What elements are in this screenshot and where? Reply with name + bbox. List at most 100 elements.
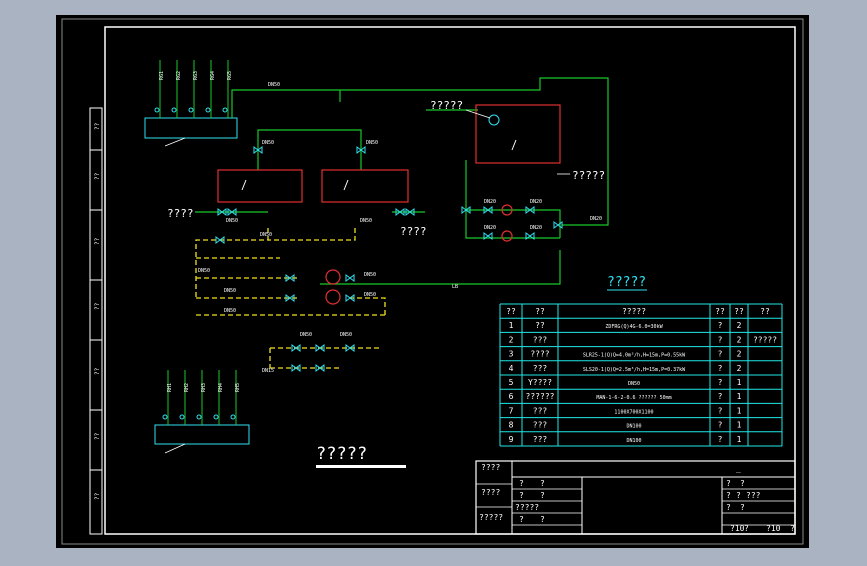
title-block-cell: ? <box>519 491 524 500</box>
table-cell: ? <box>718 435 723 444</box>
table-header: ?? <box>715 307 725 316</box>
margin-label: ?? <box>94 432 101 440</box>
margin-label: ?? <box>94 172 101 180</box>
pipe-label: DN20 <box>484 199 496 205</box>
valve-icon <box>395 208 405 216</box>
pipe-label: DN50 <box>268 82 280 88</box>
valve-icon <box>291 344 301 352</box>
title-block-cell: ????? <box>515 503 539 512</box>
pipe-label: DN50 <box>198 268 210 274</box>
title-block: ????????????????????????_??????????10??1… <box>475 460 796 535</box>
pipe-label: DN50 <box>364 272 376 278</box>
callout-tank-lower: ????? <box>572 169 605 182</box>
pump-4 <box>501 230 513 242</box>
title-block-cell: ???? <box>481 488 500 497</box>
table-cell: 1 <box>737 421 742 430</box>
table-cell: 2 <box>737 364 742 373</box>
margin-labels: ?????????????? <box>94 122 101 500</box>
title-block-cell: ??? <box>746 491 761 500</box>
return-piping <box>195 228 386 369</box>
table-cell: ???? <box>530 350 549 359</box>
title-block-cell: ? <box>740 503 745 512</box>
valve-icon <box>215 236 225 244</box>
pipe-label: DN20 <box>590 216 602 222</box>
valve-icon <box>345 294 355 302</box>
pipe-label: DN20 <box>530 199 542 205</box>
valve-icon <box>356 146 366 154</box>
table-cell: 8 <box>509 421 514 430</box>
table-cell: ??? <box>533 406 548 415</box>
manifold-branch-label: RH4 <box>218 383 224 392</box>
manifold-branch-label: RH5 <box>235 383 241 392</box>
table-cell: ??? <box>533 364 548 373</box>
valve-icon <box>285 294 295 302</box>
heater-1 <box>217 169 303 203</box>
valve-icon <box>315 364 325 372</box>
heater-2 <box>321 169 409 203</box>
pipe-label: DN50 <box>262 140 274 146</box>
title-block-cell: ? <box>519 515 524 524</box>
pipe-label: DN50 <box>340 332 352 338</box>
title-block-cell: ????? <box>479 513 503 522</box>
binding-strip <box>89 107 103 535</box>
inner-frame <box>104 26 796 535</box>
leader-lines <box>164 109 570 454</box>
table-cell: ??? <box>533 435 548 444</box>
table-cell: ? <box>718 421 723 430</box>
valve-icon <box>553 221 563 229</box>
manifold-branch-label: RG4 <box>210 71 216 80</box>
title-block-cell: ? <box>726 491 731 500</box>
table-header: ????? <box>622 307 646 316</box>
callout-left-mid: ???? <box>167 207 194 220</box>
table-cell: ? <box>718 392 723 401</box>
table-cell: ? <box>718 406 723 415</box>
margin-label: ?? <box>94 237 101 245</box>
pipe-label: DN50 <box>224 288 236 294</box>
table-cell: ? <box>718 335 723 344</box>
table-cell: 7 <box>509 406 514 415</box>
water-tank <box>475 104 561 164</box>
title-block-cell: ? <box>736 491 741 500</box>
legend-title: ????? <box>607 275 646 290</box>
pipe-label: DN50 <box>300 332 312 338</box>
margin-label: ?? <box>94 492 101 500</box>
pipe-label: DN50 <box>360 218 372 224</box>
table-cell: DN100 <box>626 424 641 430</box>
valve-icon <box>461 206 471 214</box>
table-cell: SLR25-1(Q)Q=4.0m³/h,H=15m,P=0.55kW <box>583 353 686 359</box>
callout-right-mid: ???? <box>400 225 427 238</box>
valve-icon <box>315 344 325 352</box>
title-block-cell: ? <box>519 479 524 488</box>
pipe-label: DN50 <box>366 140 378 146</box>
title-block-cell: ? <box>744 524 749 533</box>
table-cell: Y???? <box>528 378 552 387</box>
title-block-cell: _ <box>736 464 741 473</box>
title-underline <box>316 465 406 468</box>
margin-label: ?? <box>94 302 101 310</box>
table-cell: 3 <box>509 350 514 359</box>
table-cell: 4 <box>509 364 514 373</box>
valve-icon <box>227 208 237 216</box>
callout-top-right: ????? <box>430 99 463 112</box>
table-header: ?? <box>760 307 770 316</box>
table-cell: ? <box>718 321 723 330</box>
pipe-label: DN20 <box>484 225 496 231</box>
pump-1 <box>325 269 341 285</box>
table-cell: DN50 <box>628 381 640 387</box>
equipment <box>217 104 561 305</box>
valve-icon <box>405 208 415 216</box>
valve-icon <box>483 206 493 214</box>
outer-frame <box>61 18 804 545</box>
margin-label: ?? <box>94 122 101 130</box>
table-header: ?? <box>535 307 545 316</box>
table-header: ?? <box>734 307 744 316</box>
pipe-label: DN50 <box>226 218 238 224</box>
pipe-label: DN50 <box>224 308 236 314</box>
table-cell: ? <box>718 350 723 359</box>
table-cell: ZDFRG(Q)4G-6.0=30kW <box>605 324 663 330</box>
table-cell: MAN-1-6-2-0.6 ?????? 50mm <box>596 395 671 401</box>
table-cell: 1 <box>509 321 514 330</box>
